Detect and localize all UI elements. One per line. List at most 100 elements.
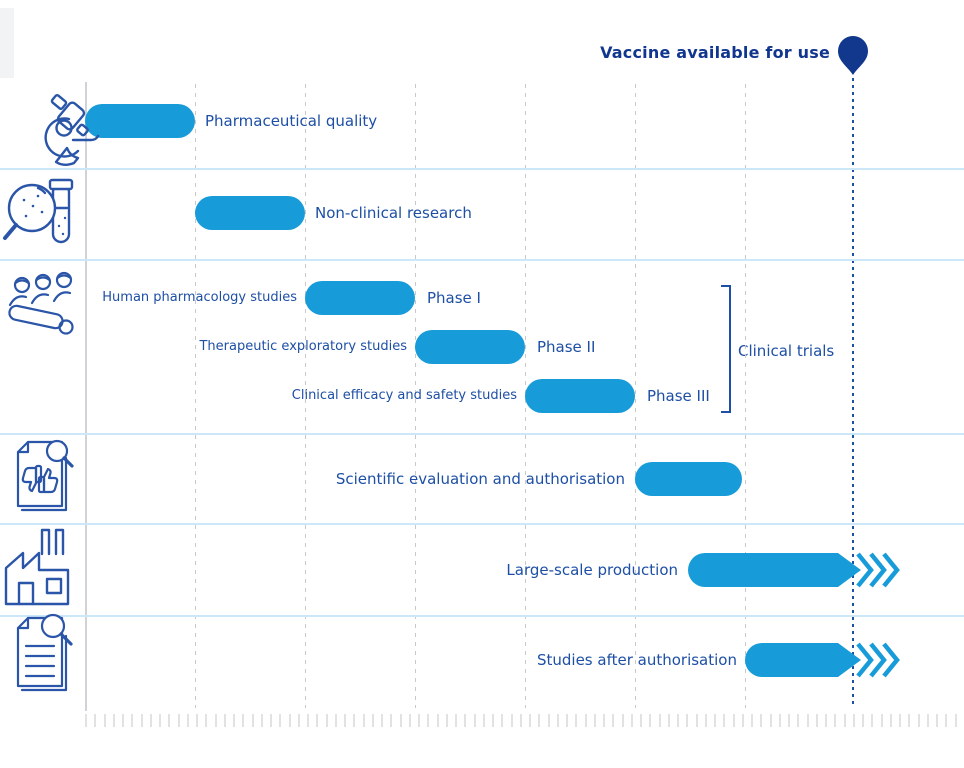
phase-label-phase-3: Phase III xyxy=(647,387,710,405)
timeline-tick xyxy=(418,714,420,727)
timeline-tick xyxy=(593,714,596,727)
timeline-bar-phase-3 xyxy=(525,379,635,413)
timeline-tick xyxy=(510,714,513,727)
timeline-tick xyxy=(714,714,716,727)
timeline-tick xyxy=(806,714,809,727)
timeline-tick xyxy=(945,714,948,727)
microscope-icon xyxy=(38,92,100,168)
clinical-trials-label: Clinical trials xyxy=(738,342,835,360)
axis-start-line xyxy=(85,82,87,711)
timeline-tick xyxy=(186,714,189,727)
timeline-tick xyxy=(621,714,624,727)
timeline-tick xyxy=(603,714,605,727)
timeline-tick xyxy=(501,714,504,727)
factory-icon xyxy=(2,526,72,606)
timeline-tick xyxy=(741,714,744,727)
timeline-tick xyxy=(667,714,670,727)
timeline-tick xyxy=(408,714,411,727)
clinical-team-icon xyxy=(8,271,78,338)
label-studies-after-authorisation: Studies after authorisation xyxy=(536,651,737,669)
timeline-tick xyxy=(871,714,874,727)
label-phase-2: Therapeutic exploratory studies xyxy=(199,339,407,354)
phase-label-phase-2: Phase II xyxy=(537,338,596,356)
timeline-tick xyxy=(307,714,309,727)
dashed-gridline xyxy=(745,84,746,708)
timeline-tick xyxy=(251,714,254,727)
timeline-tick xyxy=(556,714,559,727)
timeline-tick xyxy=(482,714,485,727)
timeline-tick xyxy=(371,714,374,727)
phase-label-phase-1: Phase I xyxy=(427,289,481,307)
timeline-tick xyxy=(464,714,467,727)
timeline-bar-phase-1 xyxy=(305,281,415,315)
timeline-tick xyxy=(223,714,226,727)
timeline-tick xyxy=(131,714,134,727)
timeline-tick xyxy=(584,714,587,727)
timeline-tick xyxy=(279,714,282,727)
timeline-tick xyxy=(214,714,217,727)
timeline-tick xyxy=(815,714,818,727)
timeline-tick xyxy=(242,714,245,727)
timeline-tick xyxy=(788,714,790,727)
timeline-tick xyxy=(316,714,319,727)
report-magnifier-icon xyxy=(10,612,73,696)
row-separator-line xyxy=(0,433,964,435)
timeline-tick xyxy=(381,714,383,727)
availability-marker-line xyxy=(852,78,854,706)
timeline-tick xyxy=(852,714,855,727)
timeline-tick xyxy=(473,714,476,727)
timeline-tick xyxy=(630,714,633,727)
timeline-tick xyxy=(723,714,726,727)
timeline-tick xyxy=(85,714,87,727)
timeline-tick xyxy=(834,714,837,727)
timeline-tick xyxy=(880,714,883,727)
timeline-tick xyxy=(353,714,356,727)
dashed-gridline xyxy=(305,84,306,708)
timeline-bar-non-clinical-research xyxy=(195,196,305,230)
document-review-icon xyxy=(12,439,74,516)
timeline-tick xyxy=(825,714,827,727)
timeline-tick xyxy=(686,714,689,727)
dashed-gridline xyxy=(635,84,636,708)
timeline-tick xyxy=(519,714,522,727)
timeline-tick xyxy=(94,714,97,727)
timeline-tick xyxy=(732,714,735,727)
timeline-tick xyxy=(760,714,763,727)
timeline-tick xyxy=(917,714,920,727)
vaccine-available-label: Vaccine available for use xyxy=(600,43,830,62)
timeline-tick xyxy=(427,714,430,727)
timeline-tick xyxy=(334,714,337,727)
label-scientific-evaluation: Scientific evaluation and authorisation xyxy=(335,470,625,488)
timeline-tick xyxy=(954,714,957,727)
timeline-tick xyxy=(233,714,235,727)
timeline-tick xyxy=(445,714,448,727)
timeline-tick xyxy=(399,714,402,727)
dashed-gridline xyxy=(195,84,196,708)
timeline-tick xyxy=(455,714,457,727)
timeline-tick xyxy=(538,714,541,727)
edge-strip xyxy=(0,8,14,78)
timeline-tick xyxy=(149,714,152,727)
magnifier-test-tube-icon xyxy=(2,178,76,248)
timeline-tick xyxy=(778,714,781,727)
timeline-tick xyxy=(325,714,328,727)
label-large-scale-production: Large-scale production xyxy=(506,561,678,579)
clinical-trials-bracket xyxy=(721,285,731,413)
timeline-tick xyxy=(704,714,707,727)
timeline-bar-large-scale-production xyxy=(688,552,900,588)
timeline-tick xyxy=(112,714,115,727)
timeline-tick xyxy=(677,714,679,727)
row-separator-line xyxy=(0,615,964,617)
timeline-tick xyxy=(260,714,263,727)
timeline-tick xyxy=(362,714,365,727)
dashed-gridline xyxy=(415,84,416,708)
timeline-tick xyxy=(205,714,208,727)
timeline-tick xyxy=(751,714,753,727)
timeline-tick xyxy=(769,714,772,727)
location-pin-icon xyxy=(838,36,868,75)
timeline-tick xyxy=(103,714,106,727)
timeline-tick xyxy=(177,714,180,727)
timeline-tick xyxy=(936,714,938,727)
timeline-tick xyxy=(640,714,642,727)
